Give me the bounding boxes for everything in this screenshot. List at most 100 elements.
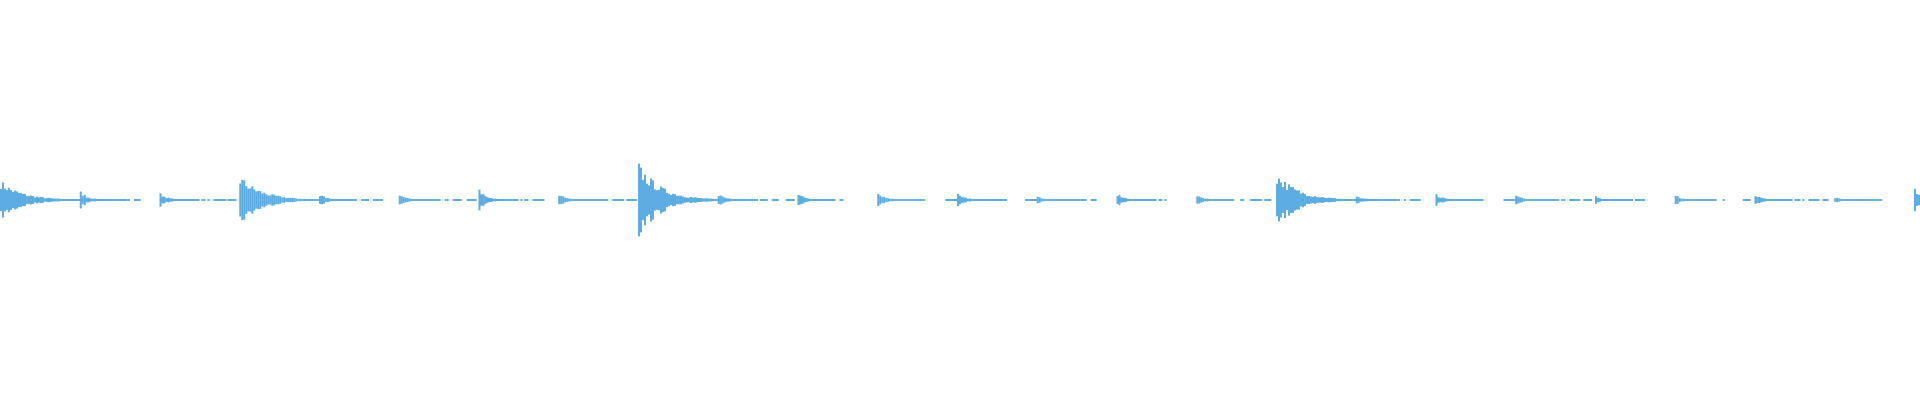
onset-2 — [159, 193, 237, 207]
waveform-sample — [714, 199, 716, 201]
waveform-sample — [1549, 199, 1552, 201]
waveform-sample — [1220, 199, 1223, 201]
waveform-sample — [1698, 199, 1701, 201]
waveform-sample — [297, 198, 300, 202]
waveform-sample — [281, 197, 284, 203]
waveform-sample — [26, 195, 28, 205]
waveform-sample — [1138, 199, 1141, 201]
waveform-sample — [480, 194, 483, 206]
waveform-sample — [590, 199, 593, 201]
waveform-sample — [983, 199, 985, 201]
waveform-sample — [526, 199, 529, 201]
waveform-sample — [897, 199, 900, 201]
waveform-sample — [1308, 196, 1310, 204]
waveform-sample — [692, 197, 694, 203]
waveform-tail — [1822, 199, 1829, 201]
waveform-sample — [823, 199, 826, 201]
waveform-sample — [1700, 199, 1703, 201]
waveform-sample — [909, 199, 912, 201]
waveform-sample — [751, 199, 754, 201]
waveform-sample — [79, 191, 82, 209]
waveform-sample — [496, 198, 499, 202]
waveform-sample — [28, 195, 30, 205]
waveform-sample — [801, 196, 804, 204]
waveform-sample — [889, 198, 892, 202]
waveform-sample — [267, 195, 270, 205]
waveform-sample — [1216, 199, 1219, 201]
waveform-sample — [650, 178, 652, 222]
waveform-sample — [402, 197, 405, 203]
waveform-sample — [1324, 197, 1326, 203]
waveform-sample — [351, 199, 353, 201]
waveform-sample — [1537, 199, 1540, 201]
waveform-sample — [813, 199, 816, 201]
waveform-sample — [32, 195, 34, 205]
waveform-sample — [660, 186, 662, 214]
waveform-sample — [1052, 199, 1055, 201]
waveform-sample — [1840, 198, 1843, 202]
waveform-sample — [895, 199, 898, 201]
waveform-sample — [1278, 178, 1280, 222]
waveform-sample — [185, 199, 188, 201]
waveform-sample — [12, 191, 14, 209]
waveform-sample — [1451, 199, 1454, 201]
waveform-sample — [584, 199, 587, 201]
waveform-sample — [1870, 199, 1873, 201]
waveform-sample — [680, 195, 682, 205]
waveform-sample — [749, 199, 752, 201]
waveform-sample — [1126, 198, 1129, 202]
waveform-sample — [1160, 199, 1163, 201]
waveform-sample — [1643, 199, 1645, 201]
waveform-sample — [1529, 199, 1532, 201]
waveform-sample — [363, 199, 365, 201]
waveform-sample — [1631, 199, 1633, 201]
waveform-sample — [38, 197, 40, 203]
waveform-sample — [181, 199, 184, 201]
waveform-sample — [688, 197, 690, 203]
waveform-sample — [1076, 199, 1079, 201]
waveform-sample — [1674, 195, 1677, 205]
waveform-sample — [514, 199, 517, 201]
waveform-sample — [30, 195, 32, 205]
waveform-sample — [1116, 196, 1119, 204]
waveform-sample — [48, 197, 50, 203]
waveform-sample — [1461, 199, 1464, 201]
waveform-sample — [83, 194, 86, 206]
waveform-sample — [1369, 199, 1372, 201]
waveform-sample — [1150, 199, 1153, 201]
waveform-sample — [1306, 196, 1308, 204]
waveform-sample — [1404, 199, 1406, 201]
waveform-sample — [1473, 199, 1476, 201]
waveform-sample — [676, 195, 678, 205]
waveform-sample — [263, 192, 266, 208]
waveform-sample — [678, 195, 680, 205]
waveform-sample — [1286, 190, 1288, 210]
waveform-sample — [1314, 196, 1316, 204]
waveform-sample — [1880, 199, 1883, 201]
waveform-sample — [1154, 199, 1157, 201]
onset-23 — [1834, 197, 1883, 203]
waveform-sample — [642, 179, 644, 221]
waveform-sample — [355, 199, 357, 201]
waveform-sample — [727, 198, 730, 202]
waveform-sample — [1224, 199, 1227, 201]
waveform-sample — [438, 199, 441, 201]
waveform-sample — [1046, 199, 1049, 201]
waveform-sample — [1914, 188, 1916, 212]
waveform-sample — [50, 198, 52, 202]
waveform-sample — [36, 196, 38, 204]
waveform-sample — [761, 199, 764, 201]
waveform-sample — [1842, 199, 1845, 201]
waveform-sample — [85, 197, 88, 203]
waveform-sample — [1521, 197, 1524, 203]
waveform-sample — [265, 194, 268, 206]
waveform-sample — [1204, 198, 1207, 202]
waveform-sample — [1844, 199, 1847, 201]
waveform-sample — [765, 199, 768, 201]
waveform-sample — [1609, 199, 1611, 201]
waveform-sample — [1756, 197, 1759, 203]
waveform-sample — [1387, 199, 1390, 201]
waveform-sample — [1547, 199, 1550, 201]
waveform-sample — [1555, 199, 1558, 201]
